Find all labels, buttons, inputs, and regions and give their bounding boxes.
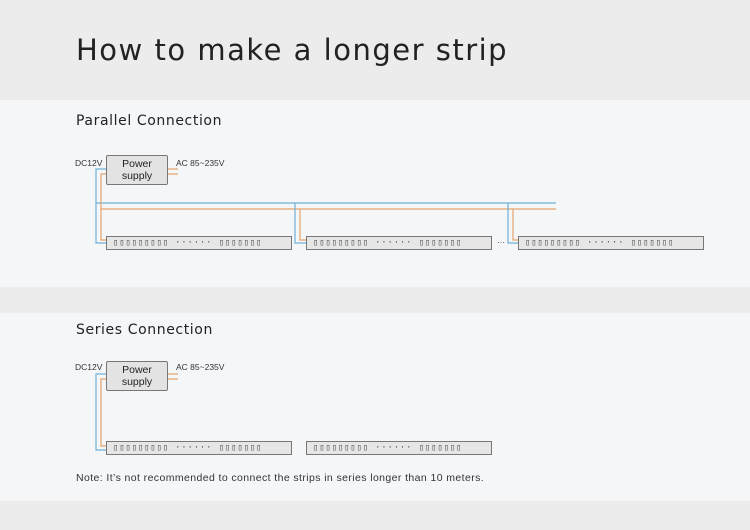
series-strip-1: ▯▯▯▯▯▯▯▯▯ ······ ▯▯▯▯▯▯▯	[106, 441, 292, 455]
series-strip-2: ▯▯▯▯▯▯▯▯▯ ······ ▯▯▯▯▯▯▯	[306, 441, 492, 455]
drop-2-negative	[299, 209, 306, 241]
page-title: How to make a longer strip	[76, 33, 509, 67]
drop-2-positive	[294, 203, 306, 244]
parallel-dc-label: DC12V	[75, 158, 103, 168]
drop-3-negative	[512, 209, 518, 241]
parallel-negative-wire	[100, 173, 556, 210]
parallel-heading: Parallel Connection	[76, 113, 223, 129]
parallel-strip-1: ▯▯▯▯▯▯▯▯▯ ······ ▯▯▯▯▯▯▯	[106, 236, 292, 250]
title-band: How to make a longer strip	[0, 0, 750, 100]
parallel-section	[0, 100, 750, 287]
section-divider	[0, 287, 750, 313]
series-section	[0, 313, 750, 501]
parallel-power-supply: Power supply	[106, 155, 168, 185]
parallel-strip-2: ▯▯▯▯▯▯▯▯▯ ······ ▯▯▯▯▯▯▯	[306, 236, 492, 250]
parallel-strip-3: ▯▯▯▯▯▯▯▯▯ ······ ▯▯▯▯▯▯▯	[518, 236, 704, 250]
series-note: Note: It’s not recommended to connect th…	[76, 472, 485, 484]
psu-label-line2: supply	[121, 170, 153, 182]
series-heading: Series Connection	[76, 322, 213, 338]
series-dc-label: DC12V	[75, 362, 103, 372]
drop-3-positive	[507, 203, 518, 244]
parallel-ac-label: AC 85~235V	[176, 158, 225, 168]
series-ac-label: AC 85~235V	[176, 362, 225, 372]
psu-label-line1: Power	[122, 364, 152, 376]
drop-1-positive	[95, 203, 106, 244]
psu-label-line1: Power	[122, 158, 152, 170]
series-positive-wire	[95, 373, 106, 451]
parallel-positive-wire	[95, 168, 556, 204]
series-negative-wire	[100, 378, 106, 447]
footer-band	[0, 501, 750, 530]
strip-continuation-dots: ···	[497, 238, 505, 247]
series-power-supply: Power supply	[106, 361, 168, 391]
psu-label-line2: supply	[121, 376, 153, 388]
drop-1-negative	[100, 209, 106, 241]
